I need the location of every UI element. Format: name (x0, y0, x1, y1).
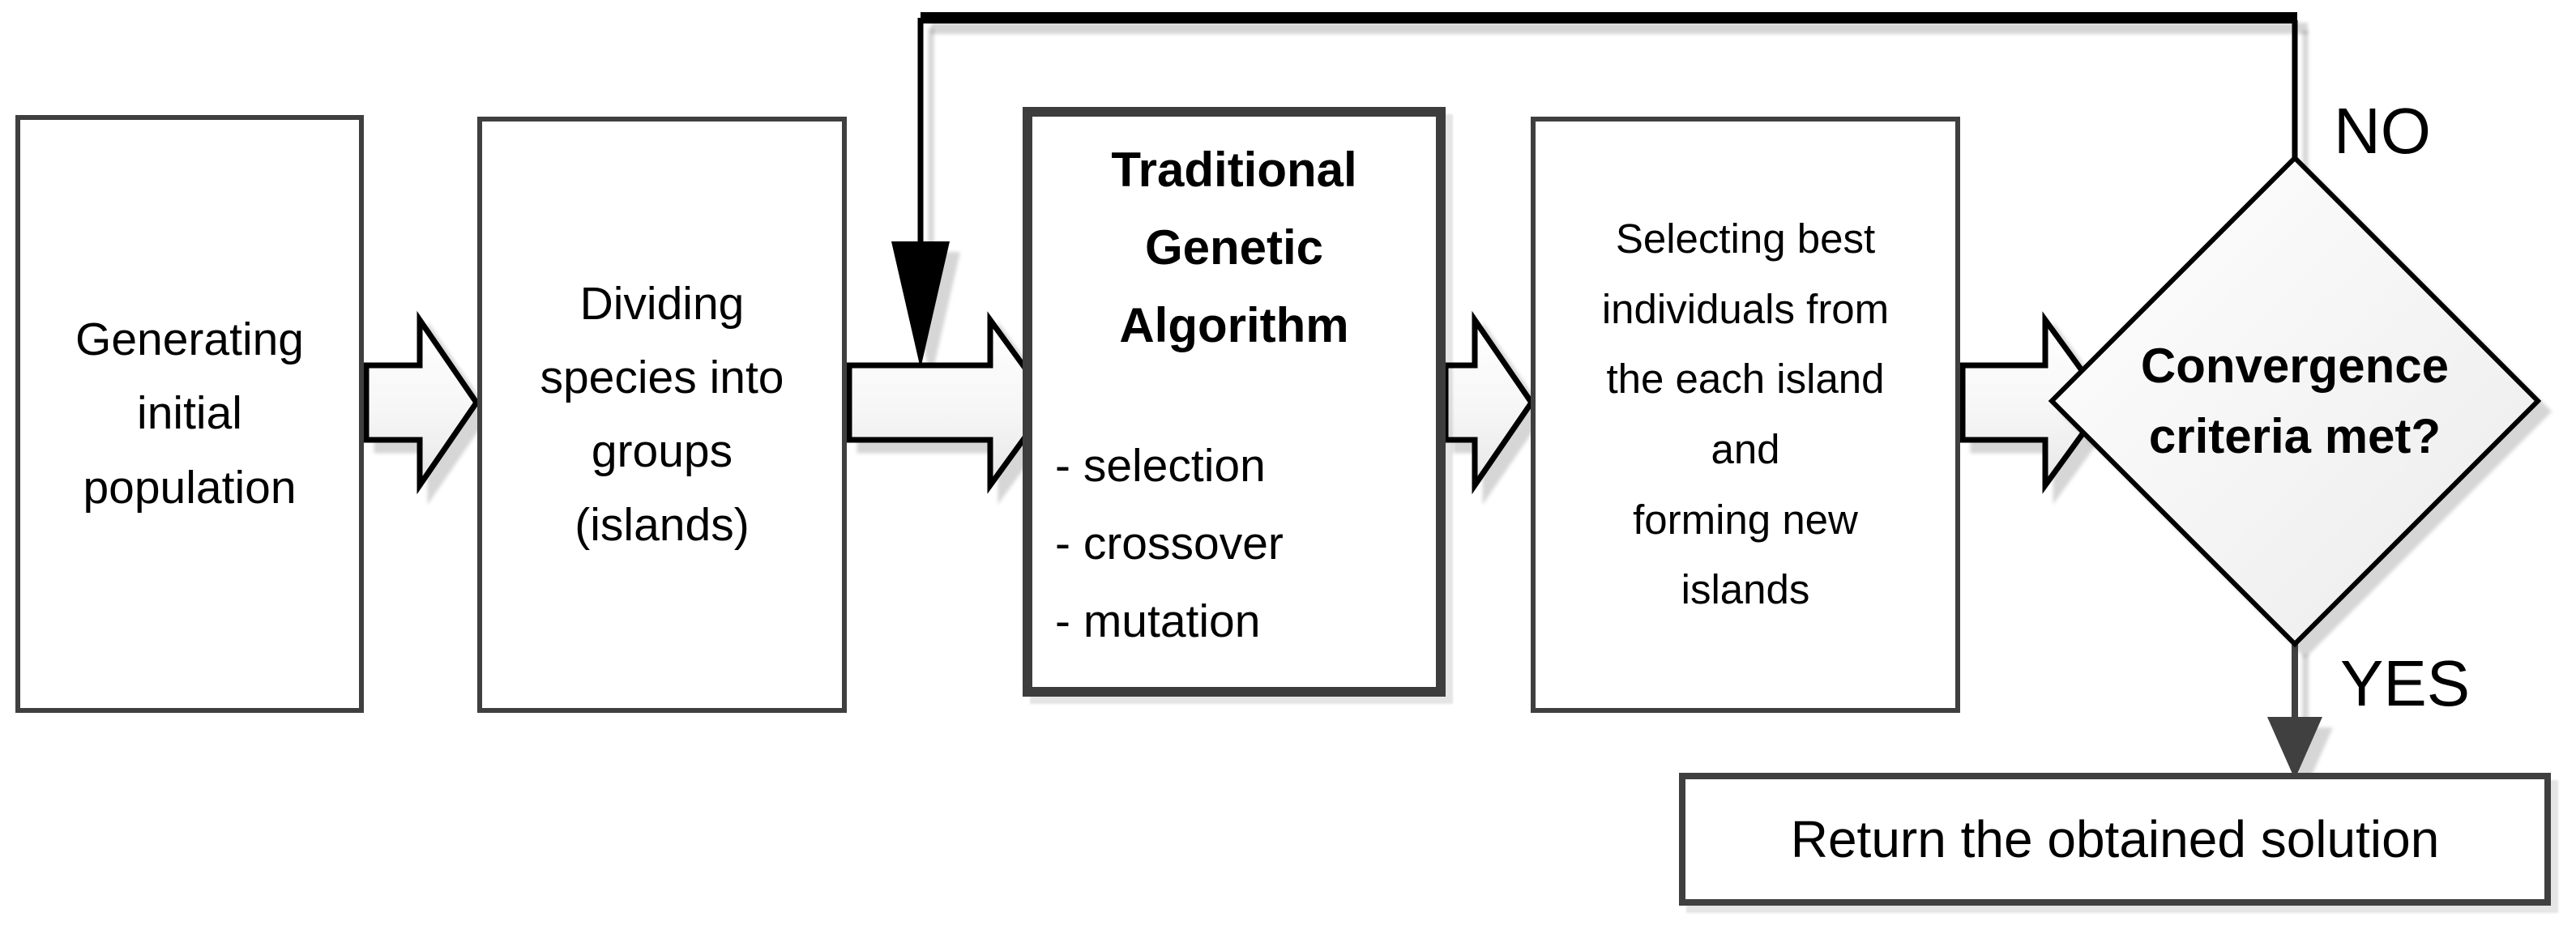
traditional-ga-box (1023, 107, 1446, 697)
traditional-ga-steps: - selection - crossover - mutation (1055, 440, 1284, 647)
divide-islands-label: Dividing species into groups (islands) (540, 277, 784, 552)
flow-arrow-1-icon (363, 310, 481, 495)
flow-arrow-2-icon (846, 311, 1054, 494)
divide-islands-box (477, 117, 847, 713)
no-branch-label: NO (2334, 95, 2431, 167)
flow-arrow-4-icon (1959, 311, 2109, 494)
traditional-ga-title: Traditional Genetic Algorithm (1111, 143, 1357, 352)
flow-arrow-3-icon (1442, 310, 1536, 495)
convergence-decision-label: Convergence criteria met? (2140, 339, 2450, 463)
yes-branch-label: YES (2340, 647, 2471, 719)
select-best-box (1531, 117, 1960, 713)
generate-population-box (15, 115, 364, 713)
convergence-decision-diamond (2048, 154, 2542, 648)
generate-population-label: Generating initial population (75, 313, 305, 514)
return-solution-box (1679, 773, 2551, 906)
no-feedback-arrowhead-icon (891, 241, 950, 369)
select-best-label: Selecting best individuals from the each… (1601, 215, 1890, 613)
yes-arrowhead-icon (2267, 717, 2322, 779)
return-solution-label: Return the obtained solution (1790, 809, 2440, 868)
